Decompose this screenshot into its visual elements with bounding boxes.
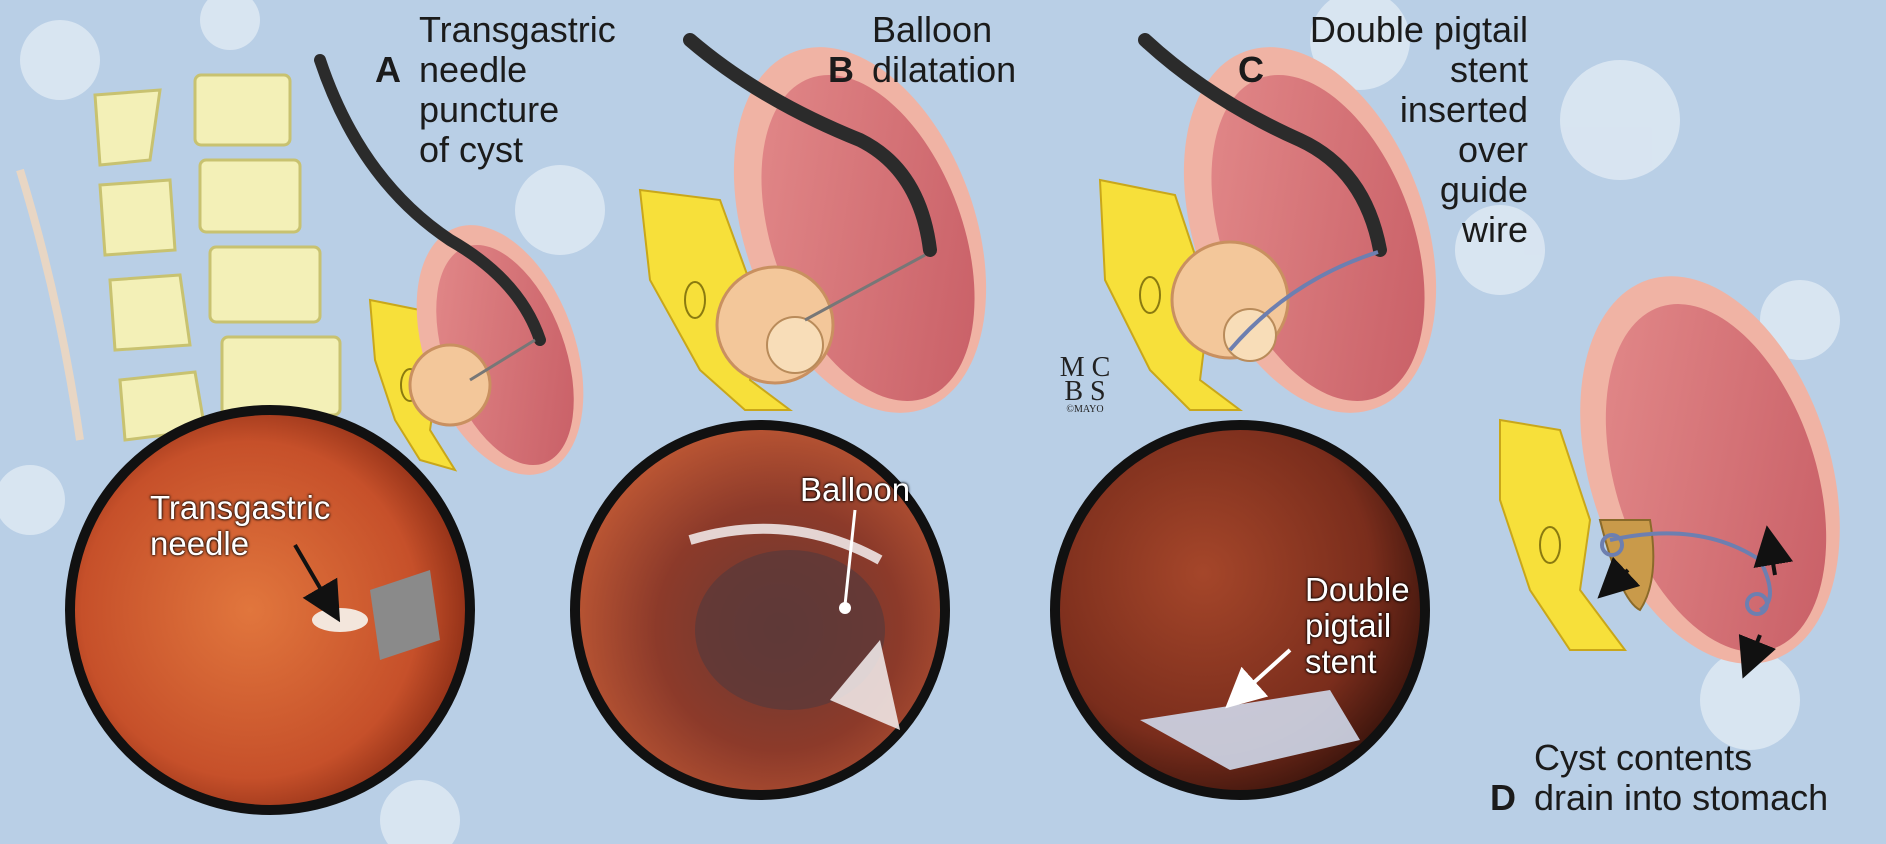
mayo-logo: M C B S ©MAYO	[1056, 356, 1114, 416]
inset-label-transgastric-needle: Transgastric needle	[150, 490, 370, 562]
logo-line-2: B S	[1056, 380, 1114, 404]
panel-c-text: Double pigtail stent inserted over guide…	[1288, 10, 1528, 250]
panel-b-text: Balloon dilatation	[872, 10, 1072, 90]
panel-a-text: Transgastric needle puncture of cyst	[419, 10, 619, 170]
panel-c-letter: C	[1238, 49, 1264, 90]
endoscopic-view-a	[70, 410, 470, 810]
panel-b-letter: B	[828, 49, 854, 90]
inset-label-double-pigtail-stent: Double pigtail stent	[1305, 572, 1445, 680]
panel-d-text: Cyst contents drain into stomach	[1534, 738, 1886, 818]
inset-label-balloon: Balloon	[800, 472, 930, 508]
panel-a-letter: A	[375, 49, 401, 90]
panel-d-letter: D	[1490, 777, 1516, 818]
cyst-shape	[410, 345, 490, 425]
